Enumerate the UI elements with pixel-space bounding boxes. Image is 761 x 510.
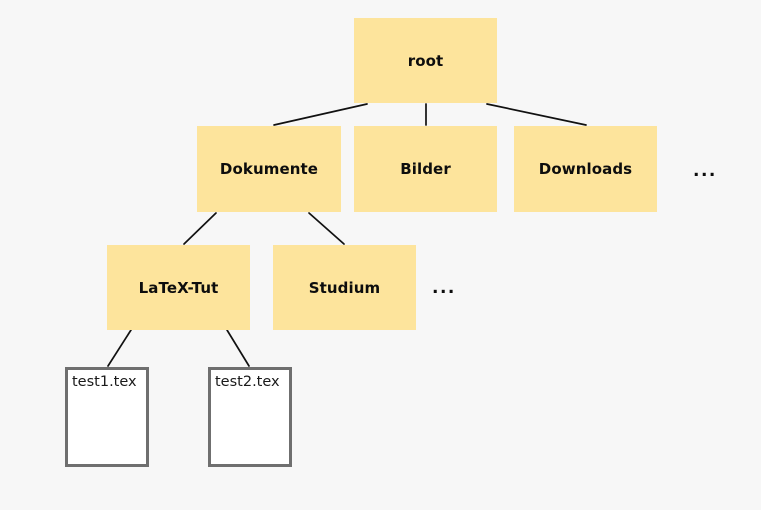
- tree-node-dokumente[interactable]: Dokumente: [197, 126, 341, 212]
- tree-node-dokumente-label: Dokumente: [219, 160, 319, 178]
- tree-node-test2-tex-label: test2.tex: [215, 374, 280, 390]
- tree-node-latex-tut[interactable]: LaTeX-Tut: [107, 245, 250, 330]
- tree-node-bilder-label: Bilder: [400, 160, 451, 178]
- edge-dokumente-latextut: [183, 212, 217, 245]
- tree-node-test1-tex-label: test1.tex: [72, 374, 137, 390]
- tree-node-root[interactable]: root: [354, 18, 497, 103]
- tree-node-downloads-label: Downloads: [538, 160, 633, 178]
- tree-node-bilder[interactable]: Bilder: [354, 126, 497, 212]
- edge-root-dokumente: [273, 103, 368, 126]
- tree-node-latex-tut-label: LaTeX-Tut: [138, 278, 219, 297]
- ellipsis-level3: ...: [432, 278, 456, 298]
- edge-root-downloads: [486, 103, 587, 126]
- tree-node-studium-label: Studium: [308, 278, 381, 297]
- edge-latextut-test1: [107, 329, 132, 367]
- tree-node-test1-tex[interactable]: test1.tex: [65, 367, 149, 467]
- tree-node-root-label: root: [407, 51, 444, 70]
- tree-node-downloads[interactable]: Downloads: [514, 126, 657, 212]
- ellipsis-level2: ...: [693, 161, 717, 181]
- tree-node-test2-tex[interactable]: test2.tex: [208, 367, 292, 467]
- edge-dokumente-studium: [308, 212, 345, 245]
- tree-node-studium[interactable]: Studium: [273, 245, 416, 330]
- edge-latextut-test2: [226, 329, 250, 367]
